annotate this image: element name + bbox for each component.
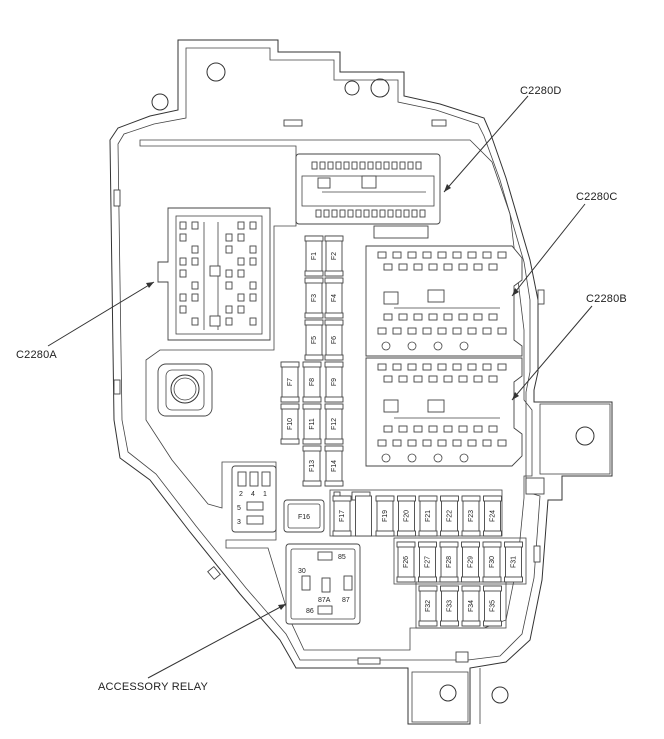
fuse-f23: F23 bbox=[461, 495, 481, 537]
svg-text:F14: F14 bbox=[331, 460, 338, 472]
svg-text:F7: F7 bbox=[287, 378, 294, 386]
relay-pin-5: 5 bbox=[237, 505, 241, 512]
leader-lines bbox=[47, 95, 593, 679]
svg-text:F23: F23 bbox=[468, 510, 475, 522]
relay-pin-30: 30 bbox=[298, 568, 306, 575]
label-c2280d: C2280D bbox=[520, 85, 562, 97]
fuse-f26: F26 bbox=[396, 541, 416, 583]
svg-text:F21: F21 bbox=[425, 510, 432, 522]
fuse-f2: F2 bbox=[324, 235, 344, 277]
mounting-hole-bottom-right bbox=[491, 686, 509, 704]
svg-text:F1: F1 bbox=[311, 252, 318, 260]
svg-text:F4: F4 bbox=[331, 294, 338, 302]
mounting-hole-bottom-left bbox=[439, 684, 457, 702]
svg-text:F17: F17 bbox=[339, 510, 346, 522]
label-accessory-relay: ACCESSORY RELAY bbox=[98, 681, 208, 693]
label-c2280a: C2280A bbox=[16, 349, 57, 361]
fuse-f12: F12 bbox=[324, 403, 344, 445]
fuse-f5: F5 bbox=[304, 319, 324, 361]
fuse-f22: F22 bbox=[440, 495, 459, 537]
svg-text:F27: F27 bbox=[424, 556, 431, 568]
fuse-f3: F3 bbox=[304, 277, 324, 319]
fuse-f9: F9 bbox=[324, 361, 344, 403]
svg-text:F22: F22 bbox=[446, 510, 453, 522]
svg-text:F3: F3 bbox=[311, 294, 318, 302]
accessory-relay: 85 30 87A 87 86 bbox=[285, 543, 361, 625]
mini-relay-block: 2 4 1 5 3 bbox=[231, 465, 277, 533]
fuse-f34: F34 bbox=[461, 585, 481, 627]
mounting-hole-top bbox=[206, 62, 226, 82]
relay-pin-87a: 87A bbox=[318, 597, 331, 604]
fuse-f33: F33 bbox=[440, 585, 459, 627]
fuse-f24: F24 bbox=[483, 495, 502, 537]
svg-text:F10: F10 bbox=[287, 418, 294, 430]
relay-pin-85: 85 bbox=[338, 554, 346, 561]
svg-text:F34: F34 bbox=[468, 600, 475, 612]
fuse-f1: F1 bbox=[304, 235, 324, 277]
svg-text:F26: F26 bbox=[403, 556, 410, 568]
relay-pin-87: 87 bbox=[342, 597, 350, 604]
mounting-hole-right bbox=[575, 426, 595, 446]
fuse-f28: F28 bbox=[439, 541, 459, 583]
fuse-f27: F27 bbox=[418, 541, 437, 583]
svg-text:F32: F32 bbox=[425, 600, 432, 612]
fuse-f14: F14 bbox=[324, 445, 344, 487]
svg-text:F29: F29 bbox=[467, 556, 474, 568]
svg-text:F20: F20 bbox=[403, 510, 410, 522]
fuse-f13: F13 bbox=[302, 445, 322, 487]
relay-pin-1: 1 bbox=[263, 491, 267, 498]
connector-c2280a bbox=[157, 207, 271, 341]
connector-c2280b bbox=[365, 357, 523, 467]
fuse-f29: F29 bbox=[461, 541, 480, 583]
svg-text:F12: F12 bbox=[331, 418, 338, 430]
svg-text:F30: F30 bbox=[489, 556, 496, 568]
mounting-hole-upper-left bbox=[151, 93, 169, 111]
label-c2280c: C2280C bbox=[576, 191, 618, 203]
fuse-f8: F8 bbox=[302, 361, 322, 403]
fuse-f4: F4 bbox=[324, 277, 344, 319]
svg-text:F33: F33 bbox=[446, 600, 453, 612]
power-stud-terminal bbox=[157, 363, 213, 417]
mounting-hole-upper-mid bbox=[344, 80, 360, 96]
svg-text:F24: F24 bbox=[489, 510, 496, 522]
fuse-f7: F7 bbox=[280, 361, 300, 403]
fuse-f16: F16 bbox=[283, 499, 325, 533]
fuse-f19: F19 bbox=[375, 495, 395, 537]
fuse-f17: F17 bbox=[332, 495, 352, 537]
label-c2280b: C2280B bbox=[586, 293, 627, 305]
svg-text:F5: F5 bbox=[311, 336, 318, 344]
mounting-hole-upper-right bbox=[370, 78, 390, 98]
svg-text:F31: F31 bbox=[510, 556, 517, 568]
connector-c2280d bbox=[295, 153, 441, 225]
fuse-f35: F35 bbox=[483, 585, 502, 627]
fuse-f10: F10 bbox=[280, 403, 300, 445]
fuse-f6: F6 bbox=[324, 319, 344, 361]
svg-text:F19: F19 bbox=[382, 510, 389, 522]
fuse-f20: F20 bbox=[397, 495, 416, 537]
svg-text:F9: F9 bbox=[331, 378, 338, 386]
fuse-f32: F32 bbox=[418, 585, 438, 627]
svg-text:F16: F16 bbox=[298, 514, 310, 521]
relay-pin-86: 86 bbox=[306, 608, 314, 615]
svg-text:F28: F28 bbox=[446, 556, 453, 568]
fuse-f11: F11 bbox=[302, 403, 322, 445]
relay-pin-4: 4 bbox=[251, 491, 255, 498]
connector-c2280c bbox=[365, 225, 523, 357]
fuse-f21: F21 bbox=[418, 495, 438, 537]
fuse-f30: F30 bbox=[482, 541, 502, 583]
relay-pin-2: 2 bbox=[239, 491, 243, 498]
svg-text:F8: F8 bbox=[309, 378, 316, 386]
svg-text:F11: F11 bbox=[309, 418, 316, 430]
svg-text:F2: F2 bbox=[331, 252, 338, 260]
housing-outline bbox=[109, 39, 613, 725]
relay-pin-3: 3 bbox=[237, 519, 241, 526]
svg-text:F13: F13 bbox=[309, 460, 316, 472]
fuse-f31: F31 bbox=[504, 541, 523, 583]
svg-text:F6: F6 bbox=[331, 336, 338, 344]
svg-text:F35: F35 bbox=[489, 600, 496, 612]
